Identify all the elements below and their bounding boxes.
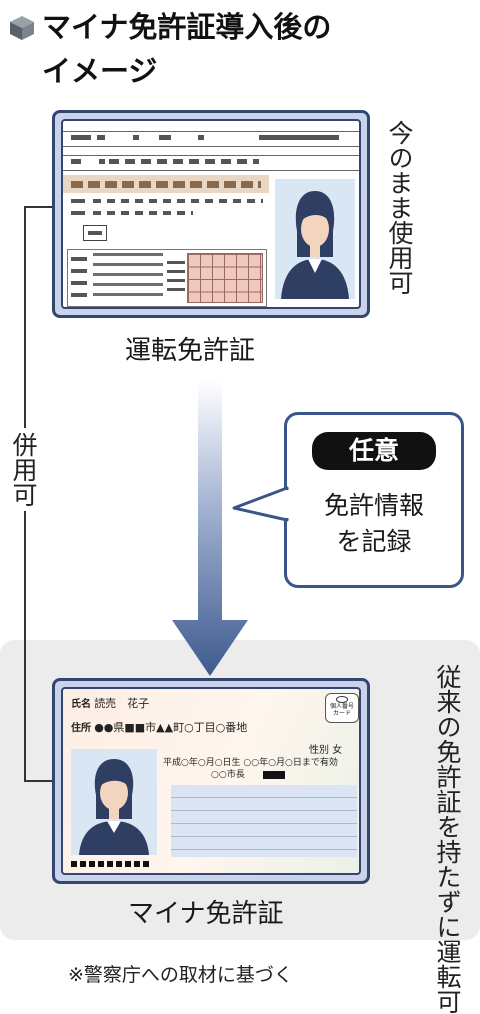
mynumber-badge: 個人番号カード [325, 693, 359, 723]
mynumber-license-note: 従来の免許証を持たずに運転可 [433, 664, 462, 1014]
bubble-text: 免許情報 を記録 [323, 491, 424, 557]
mynumber-license-label: マイナ免許証 [128, 899, 284, 929]
license-portrait [275, 179, 355, 299]
license-category-grid [187, 253, 263, 303]
page-title-line1: マイナ免許証導入後の [42, 10, 332, 44]
mynumber-portrait [71, 749, 157, 855]
drivers-license-face [61, 119, 361, 309]
page-title-line2: イメージ [42, 54, 158, 88]
mynumber-license-card: 氏名 読売 花子 住所 ●●県■■市▲▲町○丁目○番地 性別 女 個人番号カード… [52, 678, 370, 884]
drivers-license-card [52, 110, 370, 318]
optional-badge: 任意 [312, 432, 436, 470]
redacted-bar [263, 771, 285, 779]
down-arrow [160, 380, 260, 680]
drivers-license-note: 今のまま使用可 [385, 120, 414, 295]
combined-use-label: 併用可 [8, 428, 38, 511]
source-note: ※警察庁への取材に基づく [68, 964, 293, 986]
card-number-dots [71, 861, 151, 867]
drivers-license-label: 運転免許証 [125, 336, 256, 366]
license-info-area [171, 785, 357, 857]
title-cube-icon [8, 14, 36, 42]
bubble-tail [232, 486, 293, 526]
mynumber-card-face: 氏名 読売 花子 住所 ●●県■■市▲▲町○丁目○番地 性別 女 個人番号カード… [61, 687, 361, 875]
